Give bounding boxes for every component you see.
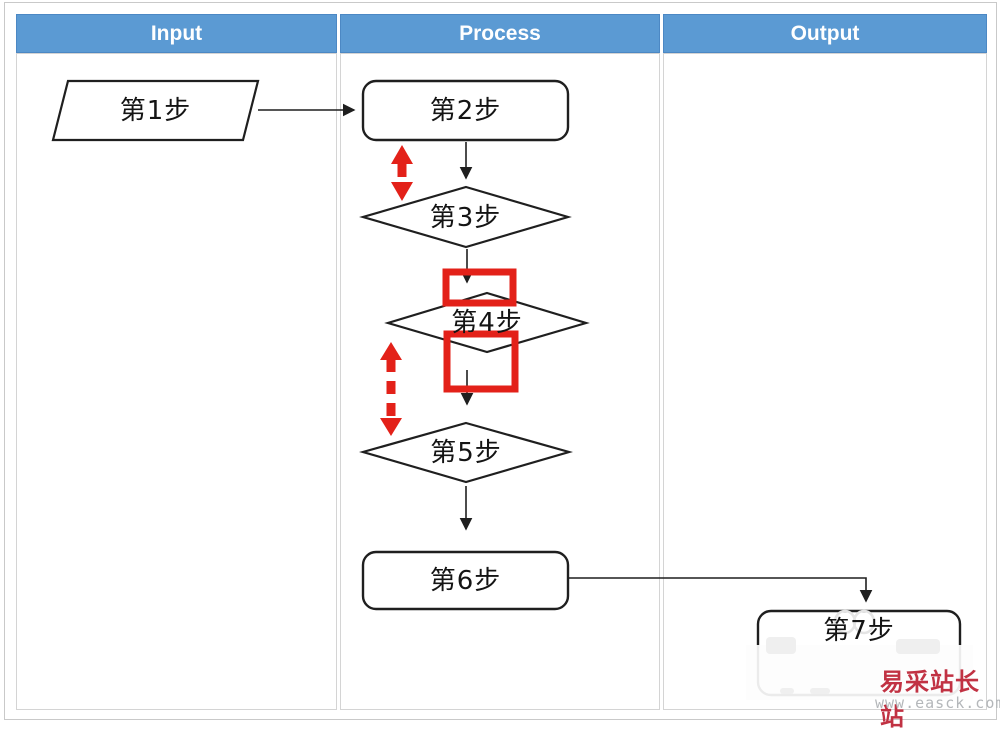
watermark-ghost-blob [896,639,940,654]
step1-label: 第1步 [119,96,192,126]
step3-label: 第3步 [429,203,502,233]
lane-header-output-label: Output [790,21,860,45]
lane-body-output [663,53,987,710]
lane-header-process: Process [340,14,660,53]
lane-header-output: Output [663,14,987,53]
watermark-ghost-blob [766,637,796,654]
watermark-ghost-blob [810,688,830,694]
step7-label: 第7步 [823,616,895,646]
lane-header-input: Input [16,14,337,53]
step6-label: 第6步 [429,566,502,596]
step4-label: 第4步 [451,308,523,338]
lane-header-process-label: Process [459,21,541,45]
lane-header-input-label: Input [150,21,203,45]
watermark-ghost-blob [780,688,794,694]
lane-body-process [340,53,660,710]
watermark-site-url: www.easck.com [875,694,1000,712]
lane-body-input [16,53,337,710]
step5-label: 第5步 [430,438,502,468]
step2-label: 第2步 [429,96,502,126]
